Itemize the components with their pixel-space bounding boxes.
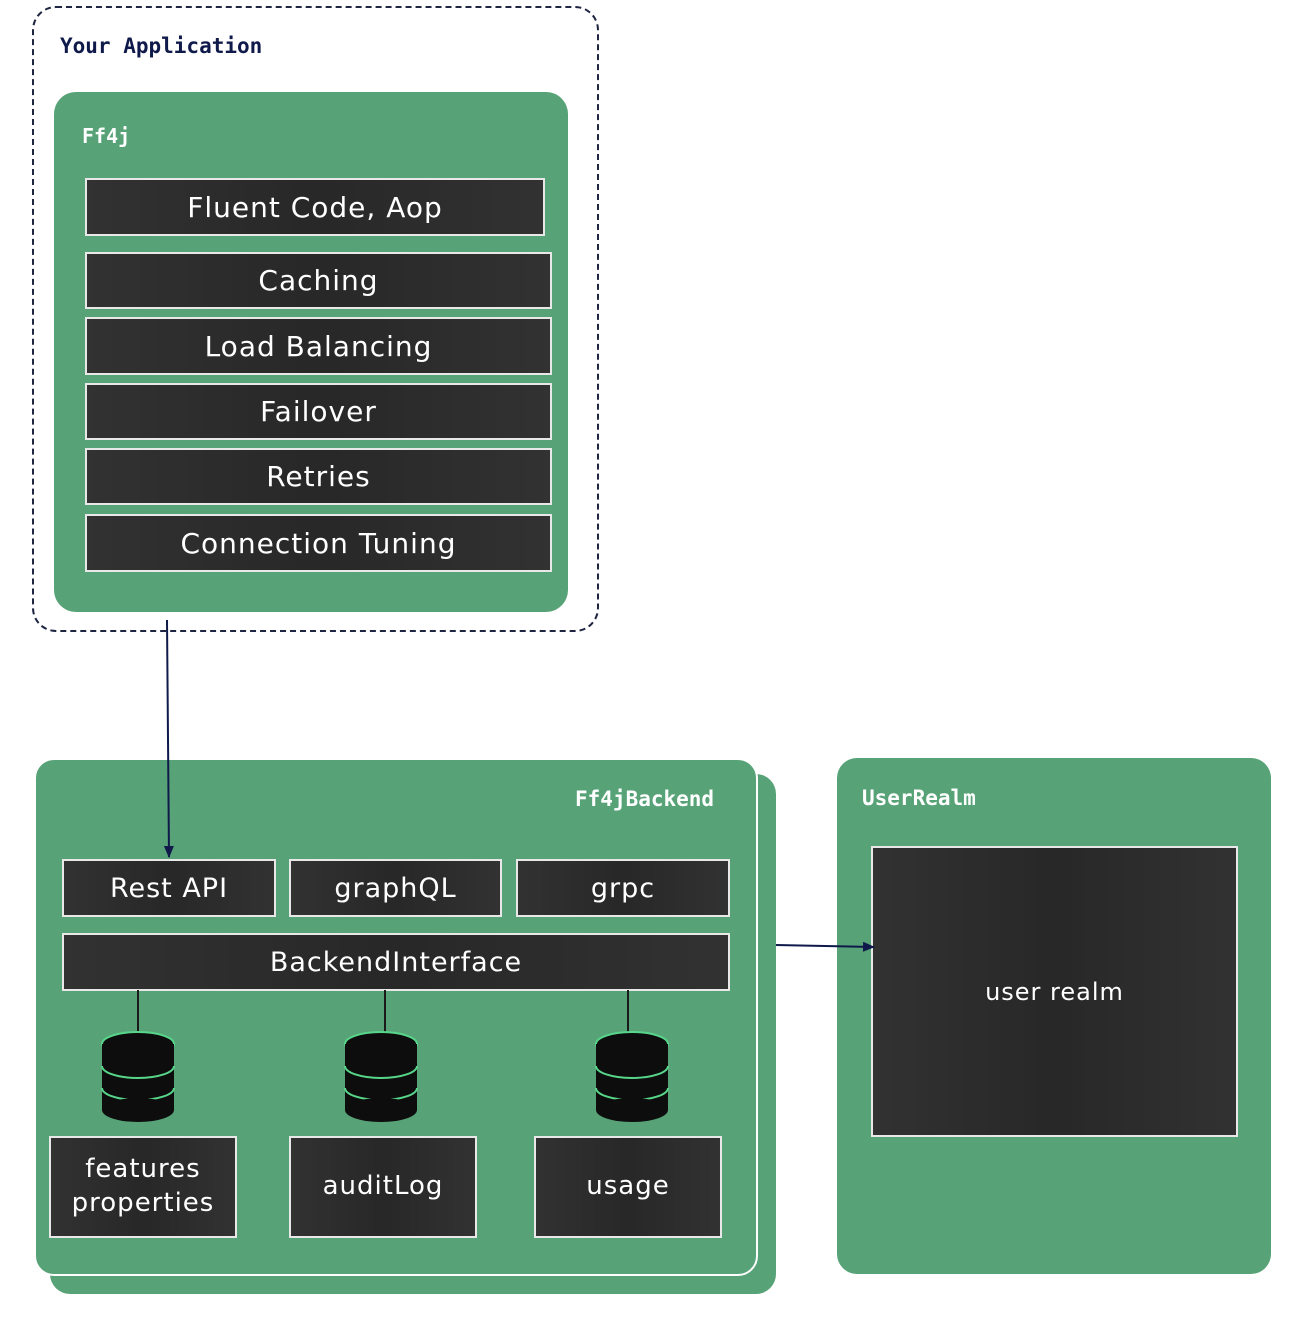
backend-title: Ff4jBackend (575, 787, 715, 811)
api-grpc: grpc (516, 859, 730, 917)
application-title: Your Application (60, 34, 263, 58)
layer-caching: Caching (85, 252, 552, 309)
store-features-line2: properties (71, 1188, 215, 1218)
database-icon-usage (595, 1031, 669, 1122)
store-usage: usage (534, 1136, 722, 1238)
arrow-backend-to-userrealm (775, 941, 875, 952)
store-auditlog: auditLog (289, 1136, 477, 1238)
application-boundary (32, 6, 599, 632)
layer-load-balancing: Load Balancing (85, 317, 552, 375)
database-icon-auditlog (344, 1031, 418, 1122)
api-graphql: graphQL (289, 859, 502, 917)
api-rest: Rest API (62, 859, 276, 917)
database-icon-features (101, 1031, 175, 1122)
store-usage-label: usage (586, 1171, 670, 1202)
store-auditlog-label: auditLog (322, 1171, 444, 1202)
layer-retries: Retries (85, 448, 552, 505)
user-realm-board: user realm (871, 846, 1238, 1137)
backend-interface: BackendInterface (62, 933, 730, 991)
layer-failover: Failover (85, 383, 552, 440)
store-features: features properties (49, 1136, 237, 1238)
layer-connection-tuning: Connection Tuning (85, 514, 552, 572)
store-features-line1: features (85, 1154, 201, 1185)
ff4j-title: Ff4j (82, 124, 131, 148)
layer-fluent-code: Fluent Code, Aop (85, 178, 545, 236)
user-realm-title: UserRealm (862, 786, 976, 810)
arrow-application-to-backend (163, 619, 174, 858)
